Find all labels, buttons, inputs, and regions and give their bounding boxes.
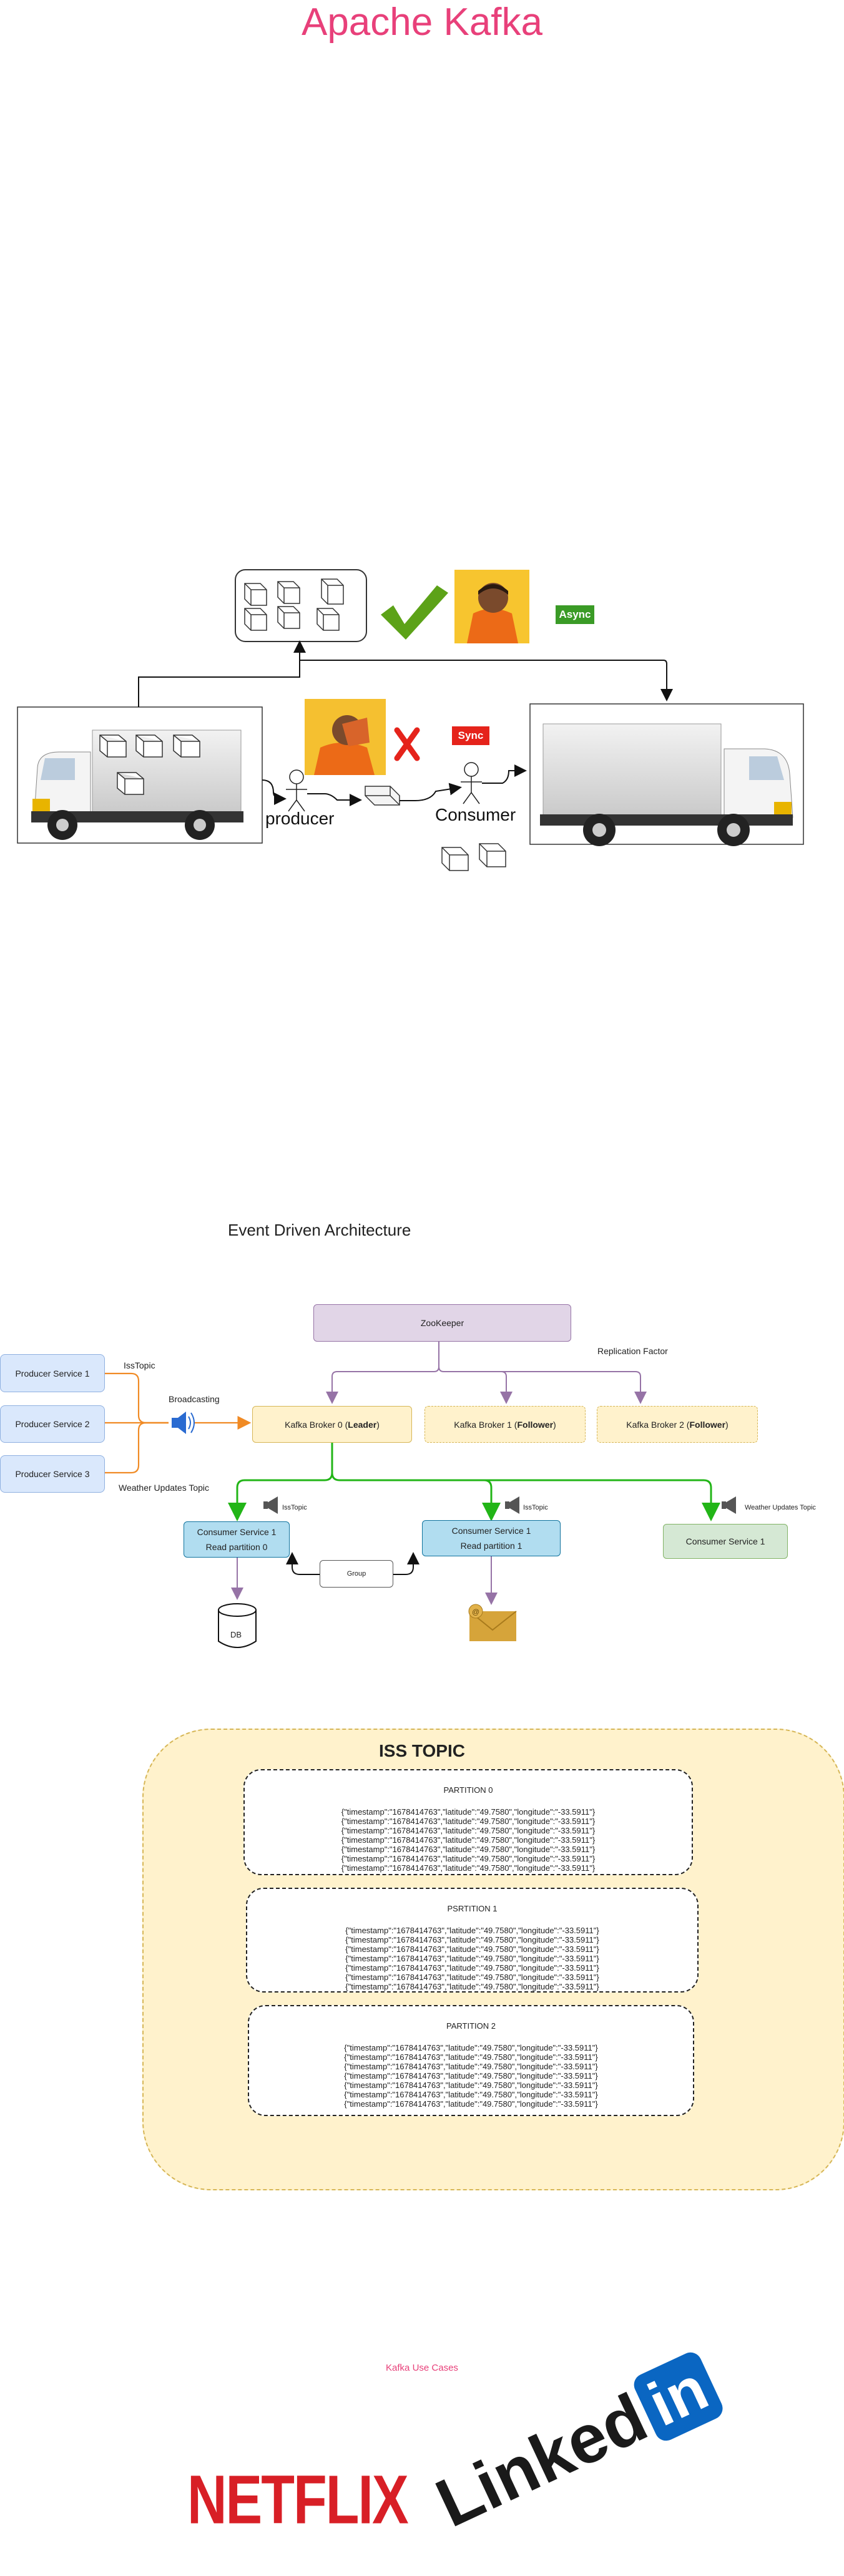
drake-approve-image [454, 570, 529, 643]
record-row: {"timestamp":"1678414763","latitude":"49… [341, 1854, 596, 1863]
queue-icon [365, 786, 400, 806]
consumer-group-box: Group [320, 1560, 393, 1588]
check-icon [381, 585, 448, 640]
topic-tag-1: IssTopic [523, 1504, 548, 1511]
warehouse-packages-icon [244, 578, 344, 631]
record-row: {"timestamp":"1678414763","latitude":"49… [344, 2043, 598, 2052]
record-row: {"timestamp":"1678414763","latitude":"49… [341, 1807, 596, 1817]
record-row: {"timestamp":"1678414763","latitude":"49… [345, 1963, 599, 1973]
truck-diagram [17, 569, 804, 871]
broker-name: Kafka Broker 2 [626, 1419, 684, 1430]
kafka-broker-1: Kafka Broker 1 (Follower) [424, 1406, 586, 1443]
weather-topic-label: Weather Updates Topic [119, 1483, 210, 1493]
record-row: {"timestamp":"1678414763","latitude":"49… [344, 2062, 598, 2071]
async-badge: Async [556, 605, 594, 624]
svg-text:@: @ [472, 1608, 479, 1616]
record-row: {"timestamp":"1678414763","latitude":"49… [345, 1954, 599, 1963]
broadcasting-label: Broadcasting [169, 1394, 220, 1404]
kafka-broker-0: Kafka Broker 0 (Leader) [252, 1406, 412, 1443]
consumer-service-partition-0: Consumer Service 1 Read partition 0 [184, 1521, 290, 1558]
eda-connectors: @ [105, 1342, 736, 1648]
linkedin-logo-text: Linked [424, 2378, 659, 2542]
consumer-actor-icon [461, 762, 482, 804]
record-row: {"timestamp":"1678414763","latitude":"49… [341, 1826, 596, 1835]
partition-1: PSRTITION 1 {"timestamp":"1678414763","l… [246, 1888, 699, 1993]
db-icon [218, 1603, 257, 1648]
record-row: {"timestamp":"1678414763","latitude":"49… [345, 1944, 599, 1954]
email-icon: @ [468, 1604, 517, 1641]
record-row: {"timestamp":"1678414763","latitude":"49… [344, 2081, 598, 2090]
consumer-service-weather: Consumer Service 1 [663, 1524, 788, 1559]
partition-0: PARTITION 0 {"timestamp":"1678414763","l… [243, 1769, 693, 1875]
record-row: {"timestamp":"1678414763","latitude":"49… [345, 1926, 599, 1935]
producer-service-1: Producer Service 1 [0, 1354, 105, 1392]
topic-tag-2: Weather Updates Topic [745, 1504, 816, 1511]
broadcast-speaker-icon [172, 1412, 195, 1434]
record-row: {"timestamp":"1678414763","latitude":"49… [341, 1845, 596, 1854]
record-row: {"timestamp":"1678414763","latitude":"49… [344, 2099, 598, 2109]
replication-factor-label: Replication Factor [597, 1346, 668, 1356]
consumer-truck-icon [540, 723, 793, 846]
sync-badge: Sync [452, 726, 489, 745]
producer-service-3: Producer Service 3 [0, 1455, 105, 1493]
kafka-broker-2: Kafka Broker 2 (Follower) [597, 1406, 758, 1443]
record-row: {"timestamp":"1678414763","latitude":"49… [344, 2052, 598, 2062]
broker-name: Kafka Broker 1 [454, 1419, 512, 1430]
record-row: {"timestamp":"1678414763","latitude":"49… [341, 1817, 596, 1826]
linkedin-logo: Linkedin [424, 2345, 728, 2543]
record-row: {"timestamp":"1678414763","latitude":"49… [345, 1982, 599, 1991]
consumer-title: Consumer Service 1 [197, 1527, 277, 1537]
record-row: {"timestamp":"1678414763","latitude":"49… [344, 2090, 598, 2099]
consumer-title: Consumer Service 1 [451, 1526, 531, 1536]
producer-label: producer [265, 809, 335, 828]
consumer-title: Consumer Service 1 [685, 1536, 765, 1546]
broker-role: Follower [689, 1419, 726, 1430]
zookeeper-node: ZooKeeper [313, 1304, 571, 1342]
broker-name: Kafka Broker 0 [285, 1419, 343, 1430]
megaphone-icon [263, 1496, 736, 1514]
consumer-service-partition-1: Consumer Service 1 Read partition 1 [422, 1520, 561, 1556]
delivered-packages-icon [441, 843, 506, 871]
producer-truck-icon [31, 729, 243, 840]
eda-title: Event Driven Architecture [228, 1221, 411, 1239]
consumer-label: Consumer [435, 805, 516, 824]
record-row: {"timestamp":"1678414763","latitude":"49… [341, 1863, 596, 1873]
broker-role: Leader [348, 1419, 377, 1430]
page-title: Apache Kafka [301, 1, 543, 44]
use-cases-title: Kafka Use Cases [386, 2363, 458, 2373]
consumer-sub: Read partition 1 [460, 1541, 523, 1551]
partition-2: PARTITION 2 {"timestamp":"1678414763","l… [248, 2005, 694, 2116]
iss-topic-title: ISS TOPIC [379, 1741, 465, 1760]
netflix-logo: NETFLIX [187, 2461, 409, 2538]
partition-name: PARTITION 0 [443, 1785, 493, 1795]
record-row: {"timestamp":"1678414763","latitude":"49… [341, 1835, 596, 1845]
record-row: {"timestamp":"1678414763","latitude":"49… [345, 1935, 599, 1944]
drake-reject-image [305, 699, 386, 775]
db-label: DB [230, 1630, 242, 1639]
producer-actor-icon [286, 769, 307, 812]
topic-tag-0: IssTopic [282, 1504, 307, 1511]
cross-icon [394, 727, 420, 761]
record-row: {"timestamp":"1678414763","latitude":"49… [344, 2071, 598, 2081]
partition-name: PSRTITION 1 [447, 1904, 498, 1913]
record-row: {"timestamp":"1678414763","latitude":"49… [345, 1973, 599, 1982]
producer-service-2: Producer Service 2 [0, 1405, 105, 1443]
iss-topic-label: IssTopic [124, 1360, 155, 1370]
broker-role: Follower [517, 1419, 554, 1430]
partition-name: PARTITION 2 [446, 2021, 496, 2031]
consumer-sub: Read partition 0 [205, 1542, 268, 1552]
